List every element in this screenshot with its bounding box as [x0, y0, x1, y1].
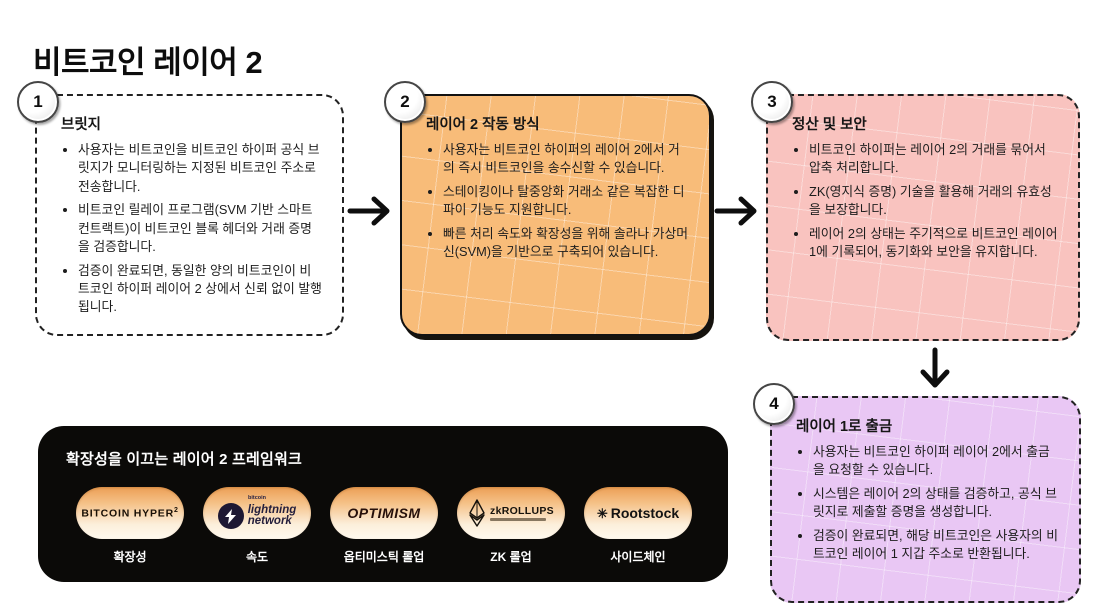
lightning-word: lightning — [247, 503, 297, 516]
framework-item-bitcoin-hyper: BITCOIN HYPER2 확장성 — [70, 487, 190, 565]
page-title: 비트코인 레이어 2 — [33, 44, 263, 80]
zkrollups-lockup: zkROLLUPS — [468, 499, 554, 527]
framework-item-optimism: OPTIMISM 옵티미스틱 롤업 — [324, 487, 444, 565]
arrow-right-icon — [714, 196, 757, 226]
rootstock-logo: ✳ Rootstock — [584, 487, 692, 539]
lightning-bitcoin-small-text: bitcoin — [247, 495, 266, 501]
zkrollups-logo: zkROLLUPS — [457, 487, 565, 539]
framework-item-lightning-network: bitcoin lightning network 속도 — [197, 487, 317, 565]
step-2-bullet-list: 사용자는 비트코인 하이퍼의 레이어 2에서 거의 즉시 비트코인을 송수신할 … — [426, 141, 689, 262]
lightning-bolt-icon — [217, 503, 244, 529]
optimism-logo: OPTIMISM — [330, 487, 438, 539]
bitcoin-hyper-superscript: 2 — [173, 506, 179, 514]
framework-panel: 확장성을 이끄는 레이어 2 프레임워크 BITCOIN HYPER2 확장성 … — [38, 426, 728, 582]
framework-panel-title: 확장성을 이끄는 레이어 2 프레임워크 — [66, 451, 303, 468]
step-4-bullet: 사용자는 비트코인 하이퍼 레이어 2에서 출금을 요청할 수 있습니다. — [813, 443, 1059, 480]
step-3-title: 정산 및 보안 — [792, 117, 867, 133]
step-2-bullet: 빠른 처리 속도와 확장성을 위해 솔라나 가상머신(SVM)을 기반으로 구축… — [443, 225, 689, 262]
step-3-bullet: ZK(영지식 증명) 기술을 활용해 거래의 유효성을 보장합니다. — [809, 183, 1058, 220]
step-3-bullet: 비트코인 하이퍼는 레이어 2의 거래를 묶어서 압축 처리합니다. — [809, 141, 1058, 178]
zkrollups-wordmark: zkROLLUPS — [490, 505, 554, 517]
step-2-bullet: 스테이킹이나 탈중앙화 거래소 같은 복잡한 디파이 기능도 지원합니다. — [443, 183, 689, 220]
step-3-settlement-box: 정산 및 보안 비트코인 하이퍼는 레이어 2의 거래를 묶어서 압축 처리합니… — [766, 94, 1080, 341]
lightning-network-wordmark: lightning network — [247, 503, 297, 528]
step-4-withdraw-box: 레이어 1로 출금 사용자는 비트코인 하이퍼 레이어 2에서 출금을 요청할 … — [770, 396, 1081, 603]
step-4-bullet: 검증이 완료되면, 해당 비트코인은 사용자의 비트코인 레이어 1 지갑 주소… — [813, 527, 1059, 564]
framework-item-label: 옵티미스틱 롤업 — [343, 550, 425, 564]
rootstock-lockup: ✳ Rootstock — [597, 505, 679, 521]
step-4-bullet-list: 사용자는 비트코인 하이퍼 레이어 2에서 출금을 요청할 수 있습니다. 시스… — [796, 443, 1059, 564]
bitcoin-hyper-logo: BITCOIN HYPER2 — [76, 487, 184, 539]
lightning-network-lockup: bitcoin lightning network — [217, 495, 297, 529]
lightning-network-logo: bitcoin lightning network — [203, 487, 311, 539]
framework-item-rootstock: ✳ Rootstock 사이드체인 — [578, 487, 698, 565]
step-1-bullet: 비트코인 릴레이 프로그램(SVM 기반 스마트 컨트랙트)이 비트코인 블록 … — [78, 201, 322, 256]
step-1-number-badge: 1 — [17, 81, 59, 123]
zkrollups-tagline-line — [490, 518, 547, 521]
arrow-right-icon — [347, 196, 390, 226]
step-3-number-badge: 3 — [751, 81, 793, 123]
step-1-bullet: 사용자는 비트코인을 비트코인 하이퍼 공식 브릿지가 모니터링하는 지정된 비… — [78, 141, 322, 196]
rootstock-wordmark: Rootstock — [610, 505, 680, 521]
framework-item-label: 확장성 — [113, 550, 147, 564]
framework-item-label: 사이드체인 — [610, 550, 666, 564]
rootstock-flower-icon: ✳ — [596, 505, 608, 521]
bitcoin-hyper-wordmark: BITCOIN HYPER — [81, 507, 174, 520]
step-1-bridge-box: 브릿지 사용자는 비트코인을 비트코인 하이퍼 공식 브릿지가 모니터링하는 지… — [35, 94, 344, 336]
step-4-title: 레이어 1로 출금 — [796, 419, 893, 435]
framework-item-label: ZK 롤업 — [490, 550, 532, 564]
network-word: network — [247, 515, 292, 527]
step-2-layer2-box: 레이어 2 작동 방식 사용자는 비트코인 하이퍼의 레이어 2에서 거의 즉시… — [400, 94, 711, 336]
zkrollups-text-wrap: zkROLLUPS — [490, 505, 554, 521]
step-1-title: 브릿지 — [61, 117, 102, 133]
bitcoin-hyper-logo-text: BITCOIN HYPER2 — [81, 507, 178, 520]
optimism-wordmark: OPTIMISM — [347, 505, 421, 521]
step-3-bullet: 레이어 2의 상태는 주기적으로 비트코인 레이어 1에 기록되어, 동기화와 … — [809, 225, 1058, 262]
framework-item-label: 속도 — [245, 550, 269, 564]
arrow-down-icon — [920, 347, 950, 388]
step-2-bullet: 사용자는 비트코인 하이퍼의 레이어 2에서 거의 즉시 비트코인을 송수신할 … — [443, 141, 689, 178]
step-2-number-badge: 2 — [384, 81, 426, 123]
step-4-number-badge: 4 — [753, 383, 795, 425]
ethereum-diamond-icon — [469, 499, 485, 527]
step-1-bullet-list: 사용자는 비트코인을 비트코인 하이퍼 공식 브릿지가 모니터링하는 지정된 비… — [61, 141, 322, 317]
framework-item-zkrollups: zkROLLUPS ZK 롤업 — [451, 487, 571, 565]
step-2-title: 레이어 2 작동 방식 — [426, 117, 540, 133]
step-4-bullet: 시스템은 레이어 2의 상태를 검증하고, 공식 브릿지로 제출할 증명을 생성… — [813, 485, 1059, 522]
step-1-bullet: 검증이 완료되면, 동일한 양의 비트코인이 비트코인 하이퍼 레이어 2 상에… — [78, 262, 322, 317]
step-3-bullet-list: 비트코인 하이퍼는 레이어 2의 거래를 묶어서 압축 처리합니다. ZK(영지… — [792, 141, 1058, 262]
framework-logo-row: BITCOIN HYPER2 확장성 bitcoin lightning net… — [66, 487, 702, 565]
